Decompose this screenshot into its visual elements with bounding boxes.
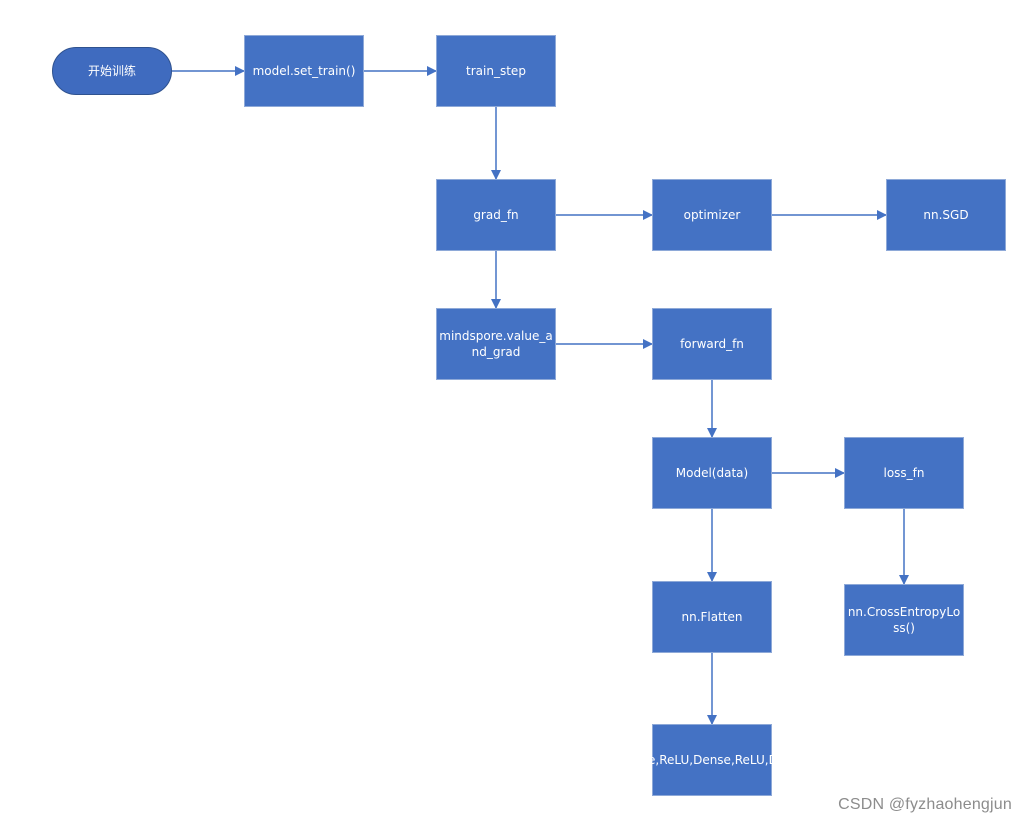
- node-label: model.set_train(): [252, 64, 356, 78]
- node-forward-fn: forward_fn: [652, 308, 772, 380]
- node-cross-entropy-loss: nn.CrossEntropyLoss(): [844, 584, 964, 656]
- node-label: nn.CrossEntropyLoss(): [847, 605, 961, 635]
- node-model-data: Model(data): [652, 437, 772, 509]
- node-start-training: 开始训练: [52, 47, 172, 95]
- node-dense-stack: Dense,ReLU,Dense,ReLU,Dense: [618, 724, 806, 796]
- node-label: Model(data): [675, 466, 749, 480]
- node-label: loss_fn: [883, 466, 925, 480]
- node-label: nn.Flatten: [681, 610, 743, 624]
- node-loss-fn: loss_fn: [844, 437, 964, 509]
- watermark: CSDN @fyzhaohengjun: [838, 796, 1012, 813]
- node-nn-sgd: nn.SGD: [886, 179, 1006, 251]
- node-grad-fn: grad_fn: [436, 179, 556, 251]
- node-label: grad_fn: [473, 208, 519, 222]
- node-model-set-train: model.set_train(): [244, 35, 364, 107]
- node-label: mindspore.value_and_grad: [439, 329, 553, 359]
- node-train-step: train_step: [436, 35, 556, 107]
- node-label: train_step: [466, 64, 526, 78]
- node-label: optimizer: [683, 208, 741, 222]
- node-optimizer: optimizer: [652, 179, 772, 251]
- node-nn-flatten: nn.Flatten: [652, 581, 772, 653]
- node-label: 开始训练: [87, 64, 136, 78]
- node-label: nn.SGD: [923, 208, 969, 222]
- node-value-and-grad: mindspore.value_and_grad: [436, 308, 556, 380]
- node-label: forward_fn: [680, 337, 744, 351]
- node-label: Dense,ReLU,Dense,ReLU,Dense: [617, 753, 807, 767]
